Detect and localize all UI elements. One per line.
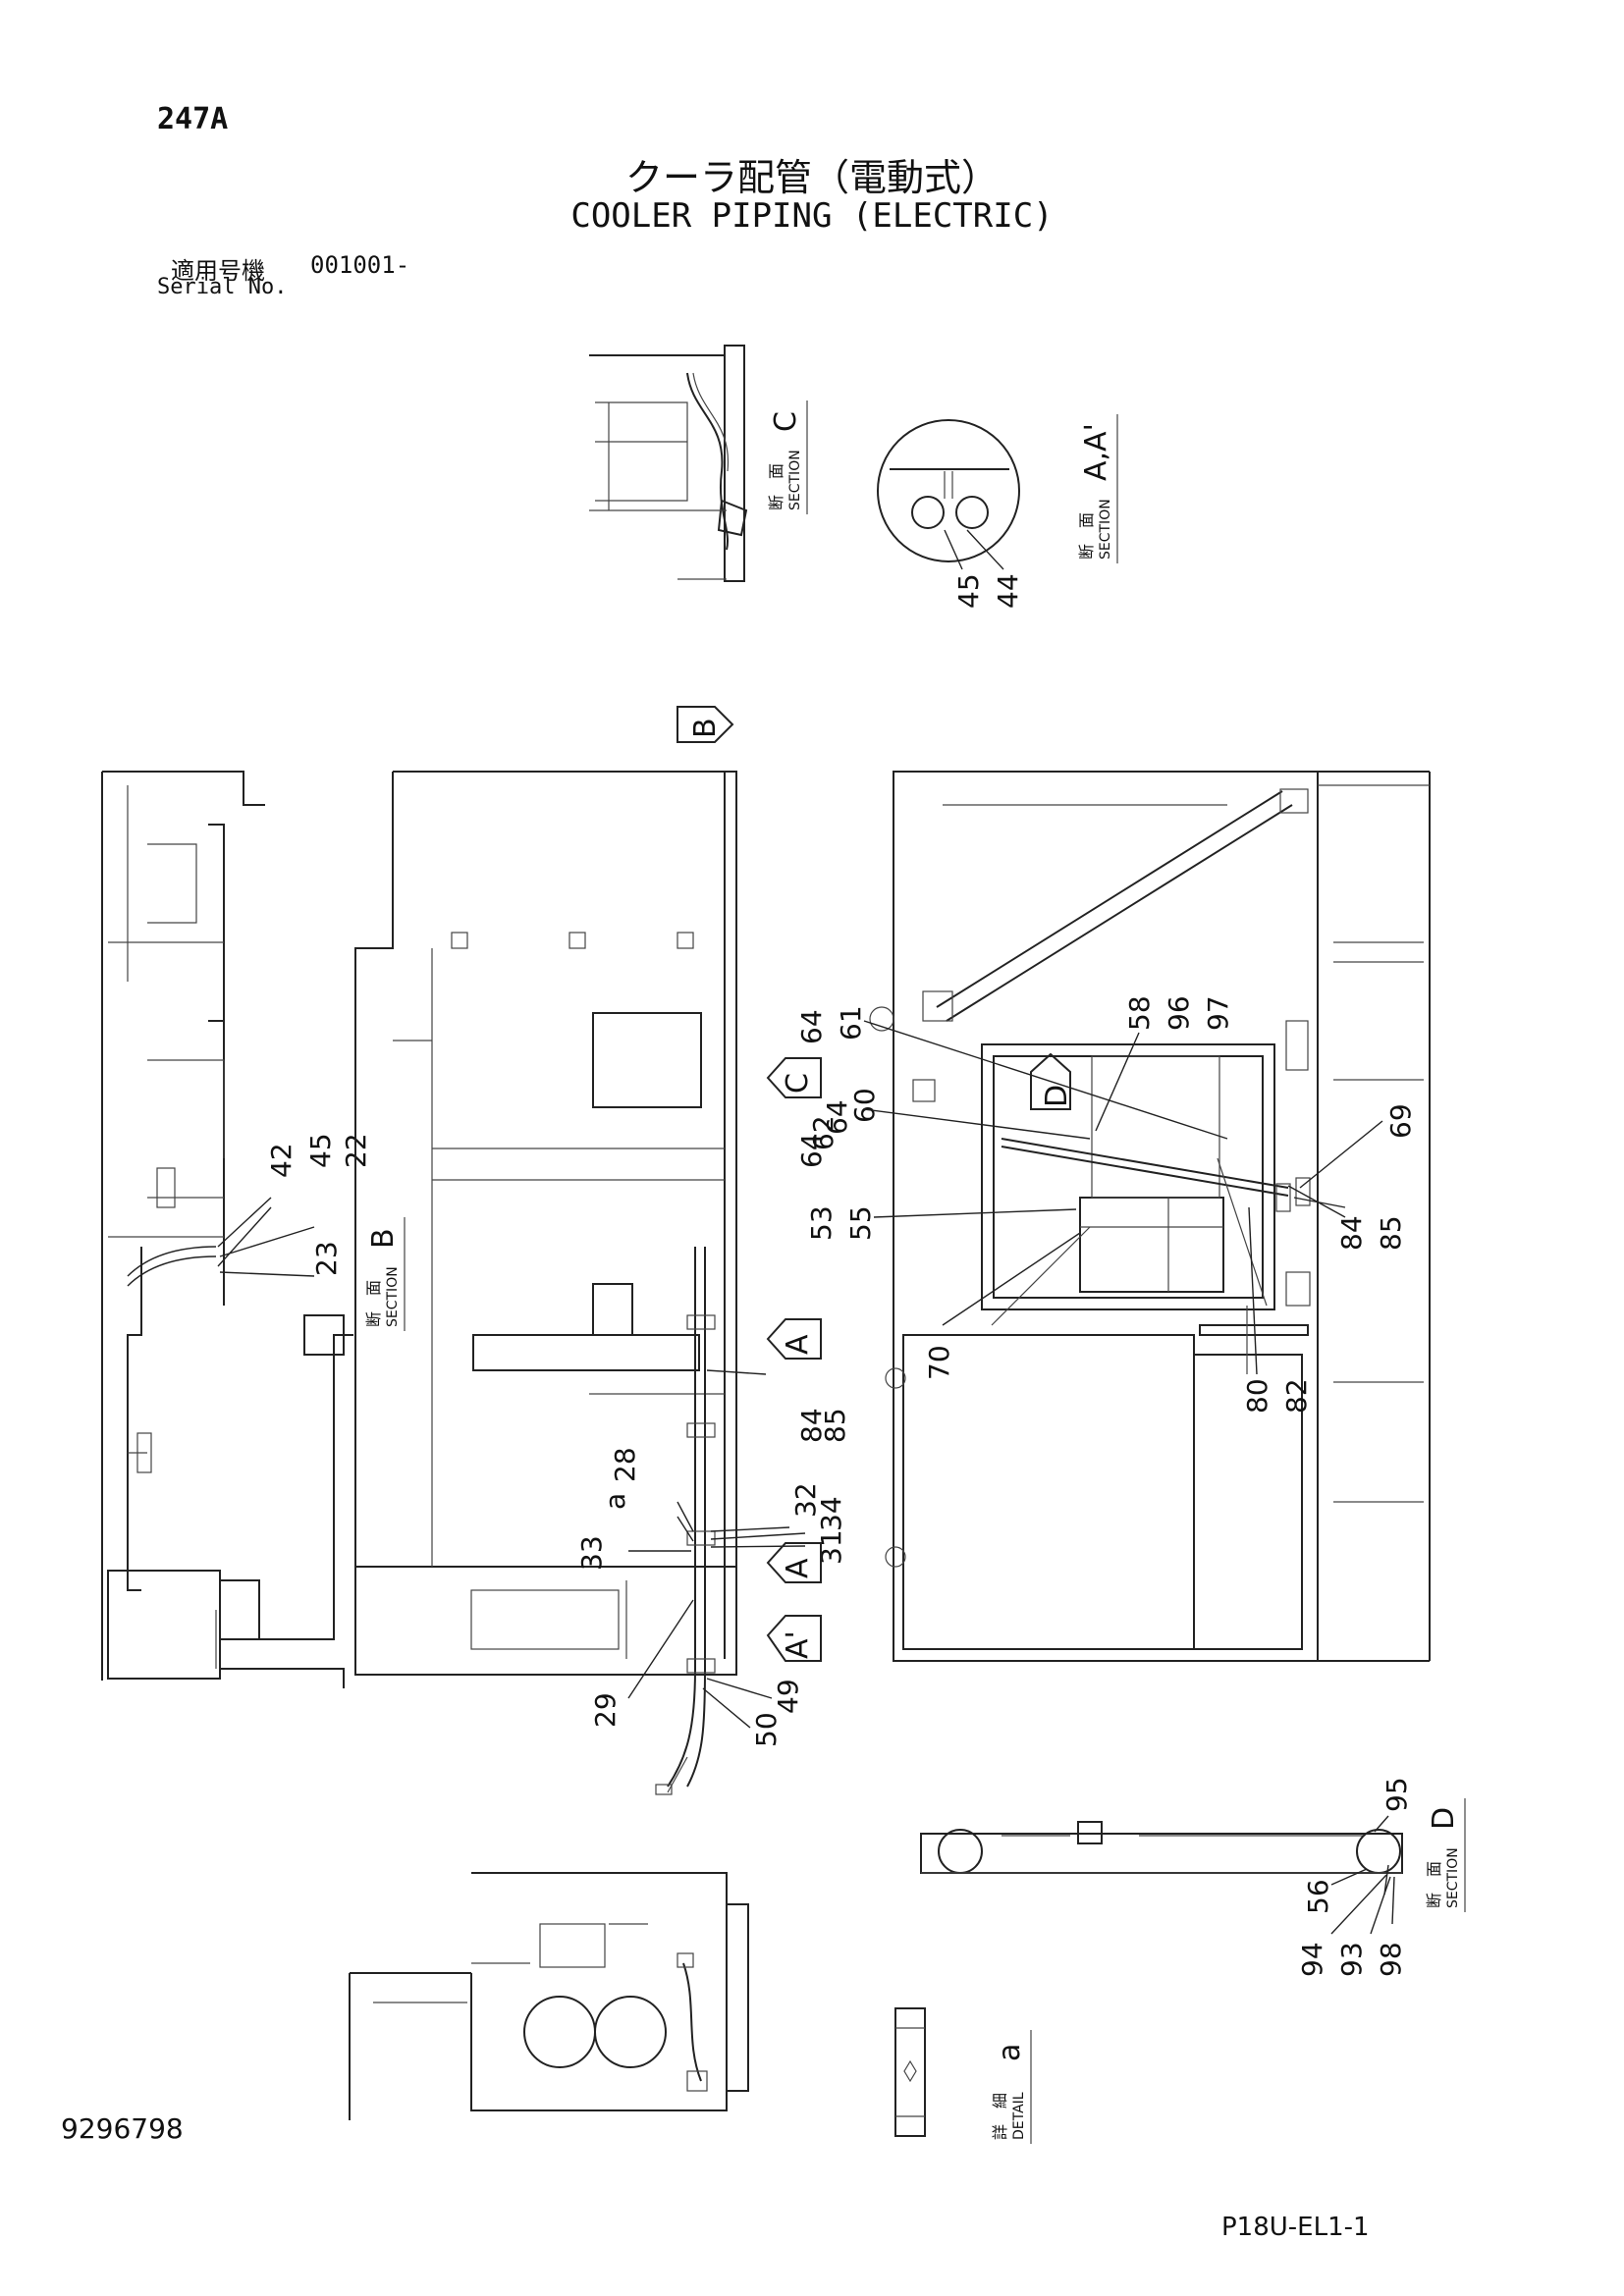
callout-85b: 85: [819, 1408, 851, 1443]
left-side-elevation: [101, 771, 353, 1688]
callout-44: 44: [992, 573, 1024, 609]
callout-50: 50: [750, 1712, 783, 1747]
svg-text:B: B: [688, 718, 723, 738]
callout-33: 33: [575, 1535, 608, 1571]
callout-93: 93: [1335, 1942, 1368, 1977]
callout-95: 95: [1380, 1777, 1413, 1812]
svg-text:C: C: [769, 411, 803, 432]
svg-text:断 面: 断 面: [1077, 512, 1096, 560]
title-english: COOLER PIPING (ELECTRIC): [570, 196, 1054, 236]
callout-23: 23: [310, 1241, 343, 1276]
callout-85: 85: [1375, 1215, 1407, 1251]
drawing-number: 9296798: [61, 2112, 184, 2145]
callout-42: 42: [265, 1143, 298, 1178]
callout-61: 61: [835, 1005, 867, 1041]
svg-text:A,A': A,A': [1079, 423, 1113, 481]
callout-28: 28: [609, 1447, 641, 1482]
svg-text:A: A: [781, 1558, 815, 1578]
sheet-code: P18U-EL1-1: [1221, 2213, 1370, 2242]
svg-text:A: A: [781, 1334, 815, 1355]
section-d-tag: 断 面 SECTION D: [1425, 1798, 1466, 1912]
section-c-tag: 断 面 SECTION C: [767, 400, 808, 514]
svg-text:A': A': [781, 1630, 815, 1659]
bottom-elevation-view: [349, 1872, 749, 2120]
callout-94: 94: [1296, 1942, 1328, 1977]
view-marker-c: C: [766, 1057, 822, 1098]
svg-text:C: C: [781, 1073, 815, 1094]
title-japanese: クーラ配管（電動式）: [624, 156, 999, 199]
detail-a-tag: 詳 細 DETAIL a: [991, 2030, 1032, 2144]
section-aa-tag: 断 面 SECTION A,A': [1077, 414, 1118, 563]
callout-69: 69: [1384, 1103, 1417, 1139]
section-d-view: [920, 1815, 1403, 1896]
callout-98: 98: [1375, 1942, 1407, 1977]
svg-text:詳 細: 詳 細: [991, 2093, 1009, 2140]
callout-45b: 45: [304, 1133, 337, 1168]
view-marker-b: B: [677, 706, 734, 743]
callout-49: 49: [772, 1679, 804, 1714]
svg-text:断 面: 断 面: [364, 1280, 383, 1327]
callout-62: 62: [807, 1115, 839, 1150]
view-marker-a: A: [766, 1542, 822, 1583]
callout-64c: 64: [821, 1099, 853, 1135]
section-b-tag: 断 面 SECTION B: [364, 1217, 406, 1331]
callout-29: 29: [589, 1692, 622, 1728]
callout-53: 53: [805, 1205, 838, 1241]
detail-a-view: [894, 2007, 926, 2137]
callout-56: 56: [1302, 1879, 1334, 1914]
callout-32: 32: [789, 1482, 822, 1518]
callout-34: 34: [815, 1496, 847, 1531]
section-aa-view: [877, 419, 1020, 570]
central-plan-view: [354, 771, 737, 1795]
svg-text:D: D: [1427, 1807, 1461, 1830]
callout-84b: 84: [795, 1408, 828, 1443]
callout-80: 80: [1241, 1378, 1273, 1414]
svg-text:D: D: [1040, 1085, 1074, 1107]
svg-text:断 面: 断 面: [767, 463, 785, 510]
page-code: 247A: [157, 102, 229, 136]
view-marker-d: D: [1030, 1052, 1074, 1110]
serial-label-japanese: 適用号機: [171, 257, 265, 285]
svg-text:DETAIL: DETAIL: [1011, 2092, 1027, 2140]
serial-label-english: Serial No.: [157, 275, 288, 299]
svg-text:SECTION: SECTION: [1445, 1847, 1461, 1908]
serial-value: 001001-: [310, 251, 410, 279]
svg-text:断 面: 断 面: [1425, 1861, 1443, 1908]
callout-64b: 64: [795, 1133, 828, 1168]
view-marker-a-upper: A: [766, 1318, 822, 1360]
callout-97: 97: [1202, 995, 1234, 1031]
section-c-view: [589, 345, 748, 582]
callout-60: 60: [848, 1088, 881, 1123]
svg-text:a: a: [993, 2044, 1027, 2061]
svg-text:SECTION: SECTION: [787, 450, 803, 510]
callout-70: 70: [923, 1345, 955, 1380]
view-marker-a-prime: A': [766, 1615, 822, 1662]
callout-84: 84: [1335, 1215, 1368, 1251]
svg-text:B: B: [366, 1228, 401, 1249]
callout-96: 96: [1163, 995, 1195, 1031]
callout-58: 58: [1123, 995, 1156, 1031]
callout-a: a: [599, 1493, 631, 1510]
callout-31: 31: [815, 1529, 847, 1565]
right-plan-view: [869, 771, 1431, 1662]
callout-82: 82: [1280, 1378, 1313, 1414]
callout-55: 55: [844, 1205, 877, 1241]
callout-64a: 64: [795, 1009, 828, 1044]
svg-text:SECTION: SECTION: [1098, 499, 1113, 560]
svg-text:SECTION: SECTION: [385, 1266, 401, 1327]
callout-45: 45: [952, 573, 985, 609]
